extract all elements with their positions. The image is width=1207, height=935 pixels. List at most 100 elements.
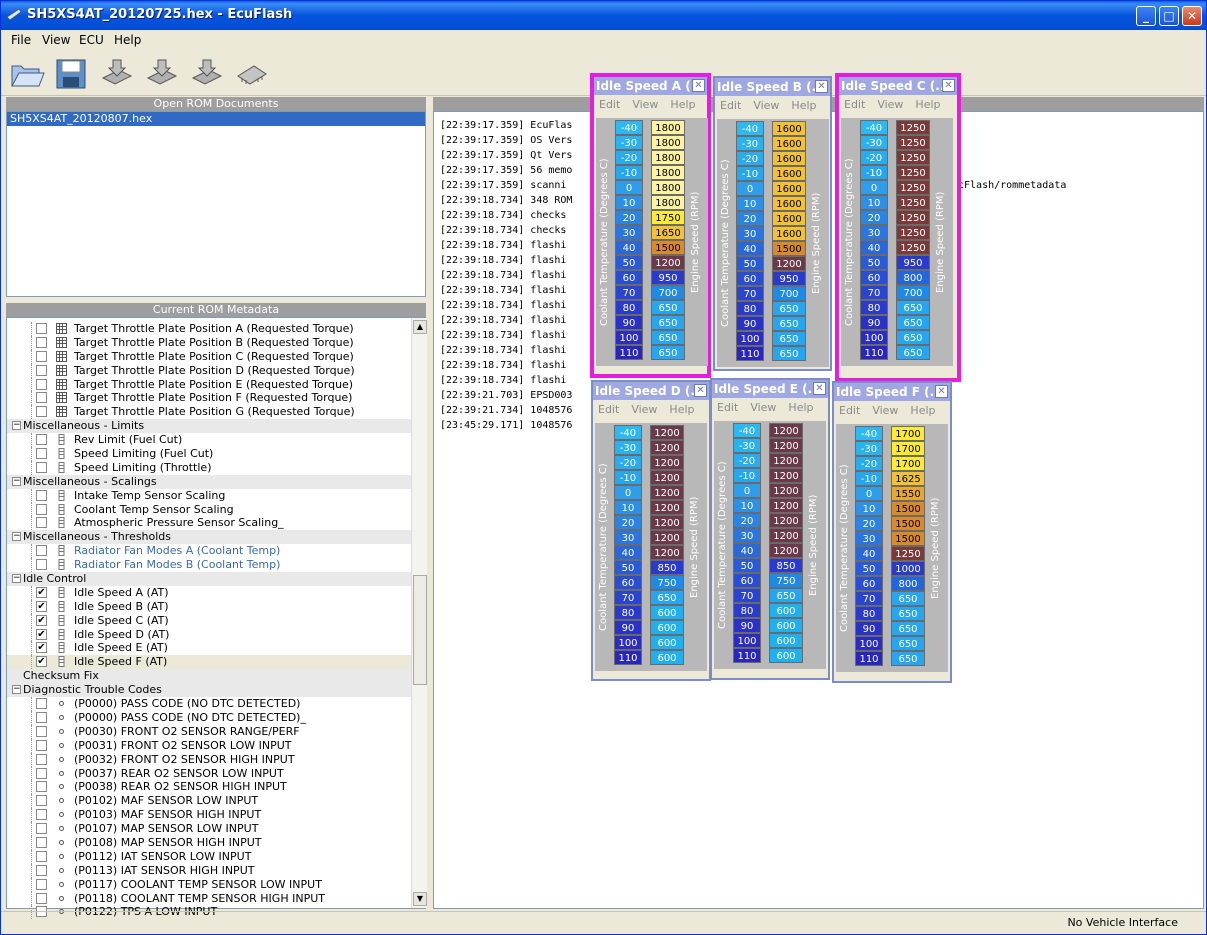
rpm-cell[interactable]: 850 [769,558,803,573]
temp-cell[interactable]: 100 [615,330,643,345]
rpm-cell[interactable]: 650 [769,588,803,603]
floppy-save-icon[interactable] [53,56,89,92]
temp-cell[interactable]: 40 [614,545,642,560]
tree-item[interactable]: ✔Idle Speed E (AT) [7,641,411,656]
rpm-cell[interactable]: 650 [772,301,806,316]
temp-cell[interactable]: 10 [614,500,642,515]
temp-cell[interactable]: 110 [860,345,888,360]
item-checkbox[interactable] [36,878,47,890]
idle-menu-help[interactable]: Help [670,98,696,111]
rpm-cell[interactable]: 1700 [891,426,925,441]
tree-item[interactable]: (P0102) MAF SENSOR LOW INPUT [7,794,411,809]
temp-cell[interactable]: 70 [860,285,888,300]
temp-cell[interactable]: 60 [736,271,764,286]
rpm-cell[interactable]: 1700 [891,441,925,456]
rpm-cell[interactable]: 650 [651,345,685,360]
rpm-cell[interactable]: 1200 [769,438,803,453]
item-checkbox[interactable] [36,434,47,446]
temp-cell[interactable]: 20 [615,210,643,225]
temp-cell[interactable]: -40 [615,120,643,135]
idle-menu-view[interactable]: View [872,404,899,417]
temp-cell[interactable]: 20 [855,516,883,531]
item-checkbox[interactable] [36,767,47,779]
temp-cell[interactable]: 20 [736,211,764,226]
temp-cell[interactable]: 60 [855,576,883,591]
rpm-cell[interactable]: 1200 [650,455,684,470]
maximize-button[interactable]: □ [1159,6,1179,26]
rpm-cell[interactable]: 650 [896,345,930,360]
temp-cell[interactable]: -10 [855,471,883,486]
temp-cell[interactable]: 50 [733,558,761,573]
temp-cell[interactable]: -10 [614,470,642,485]
item-checkbox[interactable] [36,725,47,737]
rpm-cell[interactable]: 650 [651,315,685,330]
tree-category[interactable]: −Diagnostic Trouble Codes [7,683,411,698]
menu-ecu[interactable]: ECU [79,33,104,47]
temp-cell[interactable]: 0 [855,486,883,501]
idle-menu-edit[interactable]: Edit [839,404,861,417]
tree-item[interactable]: (P0117) COOLANT TEMP SENSOR LOW INPUT [7,877,411,892]
tree-item[interactable]: Radiator Fan Modes B (Coolant Temp) [7,558,411,573]
temp-cell[interactable]: 10 [733,498,761,513]
temp-cell[interactable]: 40 [615,240,643,255]
temp-cell[interactable]: 100 [736,331,764,346]
tree-item[interactable]: Coolant Temp Sensor Scaling [7,502,411,517]
idle-menu-help[interactable]: Help [915,98,941,111]
rpm-cell[interactable]: 1250 [896,240,930,255]
pane-splitter[interactable] [428,97,431,909]
tree-item[interactable]: (P0032) FRONT O2 SENSOR HIGH INPUT [7,752,411,767]
tree-item[interactable]: ✔Idle Speed D (AT) [7,627,411,642]
minimize-button[interactable]: _ [1136,6,1156,26]
collapse-icon[interactable]: − [12,684,21,695]
rpm-cell[interactable]: 1250 [896,150,930,165]
temp-cell[interactable]: 40 [736,241,764,256]
temp-cell[interactable]: -40 [736,121,764,136]
scroll-down-icon[interactable]: ▼ [413,892,427,906]
temp-cell[interactable]: 30 [860,225,888,240]
item-checkbox[interactable] [36,753,47,765]
tree-item[interactable]: (P0107) MAP SENSOR LOW INPUT [7,822,411,836]
tree-category[interactable]: −Miscellaneous - Thresholds [7,530,411,545]
tree-item[interactable]: (P0103) MAF SENSOR HIGH INPUT [7,808,411,823]
tree-item[interactable]: ✔Idle Speed F (AT) [7,655,411,670]
rpm-cell[interactable]: 650 [772,316,806,331]
rpm-cell[interactable]: 650 [896,300,930,315]
item-checkbox[interactable] [36,545,47,557]
temp-cell[interactable]: -40 [860,120,888,135]
idle-menu-help[interactable]: Help [669,403,695,416]
rpm-cell[interactable]: 600 [650,620,684,635]
rpm-cell[interactable]: 1250 [891,546,925,561]
temp-cell[interactable]: 60 [614,575,642,590]
item-checkbox[interactable] [36,892,47,904]
rpm-cell[interactable]: 650 [891,621,925,636]
temp-cell[interactable]: 90 [736,316,764,331]
rpm-cell[interactable]: 650 [651,330,685,345]
tree-item[interactable]: (P0037) REAR O2 SENSOR LOW INPUT [7,766,411,781]
idle-menu-view[interactable]: View [750,401,777,414]
temp-cell[interactable]: -20 [855,456,883,471]
rpm-cell[interactable]: 1200 [650,545,684,560]
idle-menu-help[interactable]: Help [788,401,814,414]
item-checkbox[interactable]: ✔ [36,656,47,668]
rpm-cell[interactable]: 1600 [772,226,806,241]
tree-item[interactable]: (P0000) PASS CODE (NO DTC DETECTED) [7,697,411,711]
rpm-cell[interactable]: 1500 [891,501,925,516]
temp-cell[interactable]: 110 [614,650,642,665]
scroll-thumb[interactable] [413,575,427,685]
temp-cell[interactable]: -30 [614,440,642,455]
collapse-icon[interactable]: − [12,420,21,431]
rpm-cell[interactable]: 1800 [651,120,685,135]
rpm-cell[interactable]: 1000 [891,561,925,576]
temp-cell[interactable]: 60 [733,573,761,588]
temp-cell[interactable]: 50 [615,255,643,270]
tree-category[interactable]: Checksum Fix [7,669,411,684]
item-checkbox[interactable] [36,698,47,710]
temp-cell[interactable]: 50 [855,561,883,576]
temp-cell[interactable]: 50 [860,255,888,270]
rpm-cell[interactable]: 600 [769,618,803,633]
idle-menu-edit[interactable]: Edit [599,98,621,111]
tree-item[interactable]: Intake Temp Sensor Scaling [7,488,411,503]
temp-cell[interactable]: -10 [615,165,643,180]
rpm-cell[interactable]: 1200 [769,543,803,558]
idle-menu-edit[interactable]: Edit [844,98,866,111]
